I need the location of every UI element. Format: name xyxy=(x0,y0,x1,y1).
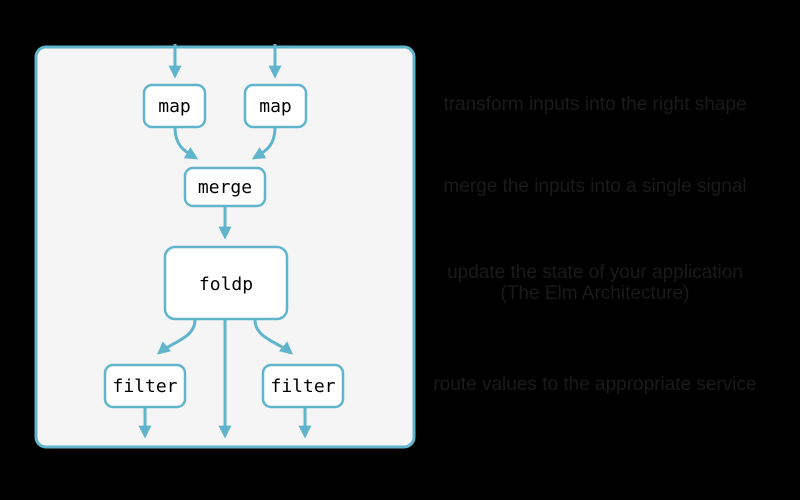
node-filter-left-box xyxy=(103,363,187,409)
node-filter-left-label: filter xyxy=(112,376,177,397)
node-foldp-label: foldp xyxy=(199,274,253,295)
node-filter-right-label: filter xyxy=(270,376,335,397)
arrow-foldp-to-filter-left xyxy=(157,319,197,355)
node-map-right: map xyxy=(243,83,308,129)
caption-foldp-line-1: update the state of your application xyxy=(447,262,743,283)
node-filter-right: filter xyxy=(261,363,345,409)
caption-merge-row: merge the inputs into a single signal xyxy=(443,176,747,197)
arrow-map-right-to-merge xyxy=(251,126,277,160)
node-map-right-box xyxy=(243,83,308,129)
node-merge-label: merge xyxy=(198,177,252,198)
node-foldp-box xyxy=(163,245,289,321)
node-filter-left: filter xyxy=(103,363,187,409)
caption-map-row: transform inputs into the right shape xyxy=(443,94,747,115)
arrow-foldp-to-filter-right xyxy=(253,319,293,355)
arrow-map-left-to-merge xyxy=(173,126,199,160)
node-map-left-box xyxy=(142,83,207,129)
node-filter-right-box xyxy=(261,363,345,409)
node-map-right-label: map xyxy=(259,96,292,117)
caption-foldp-row: update the state of your application (Th… xyxy=(425,262,765,304)
node-foldp: foldp xyxy=(163,245,289,321)
node-map-left: map xyxy=(142,83,207,129)
node-map-left-label: map xyxy=(158,96,191,117)
node-merge-box xyxy=(183,166,267,208)
caption-foldp-line-2: (The Elm Architecture) xyxy=(500,283,690,304)
caption-filter-row: route values to the appropriate service xyxy=(433,374,757,395)
node-merge: merge xyxy=(183,166,267,208)
